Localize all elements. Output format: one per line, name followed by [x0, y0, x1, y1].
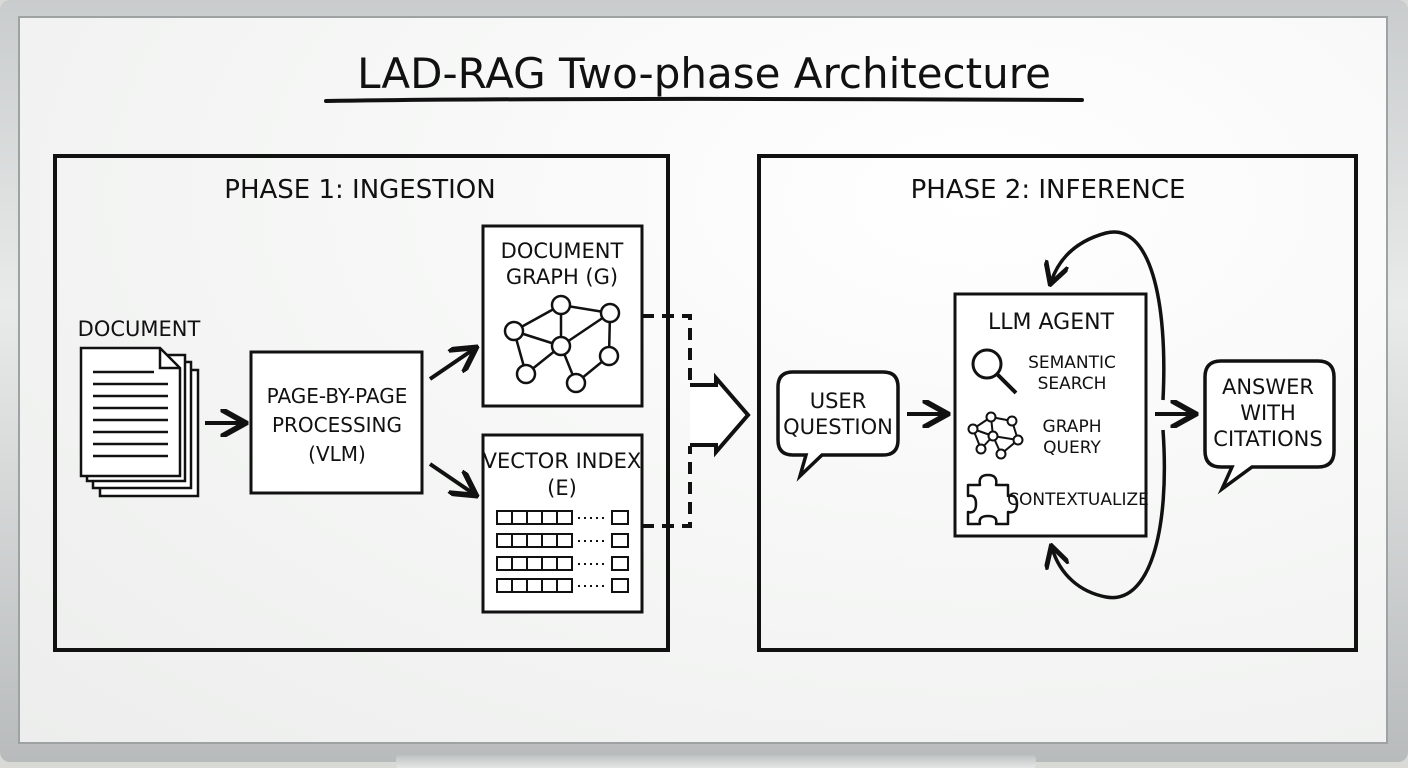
- question-label-line2: QUESTION: [783, 415, 893, 439]
- tool-contextualize: CONTEXTUALIZE: [1007, 490, 1149, 510]
- diagram-title: LAD-RAG Two-phase Architecture: [357, 49, 1051, 98]
- phase1-heading: PHASE 1: INGESTION: [224, 175, 495, 205]
- processing-label-line2: PROCESSING: [272, 413, 402, 437]
- tool-graph-query-line2: QUERY: [1043, 438, 1101, 458]
- document-label: DOCUMENT: [78, 317, 201, 341]
- processing-label-line1: PAGE-BY-PAGE: [267, 384, 408, 408]
- vector-label-line2: (E): [547, 476, 577, 500]
- arrow-processing-to-graph: [428, 349, 474, 381]
- title-underline: [324, 97, 1084, 103]
- phase2-box: [757, 154, 1358, 652]
- phase2-heading: PHASE 2: INFERENCE: [911, 175, 1186, 205]
- answer-label-line2: WITH: [1240, 401, 1296, 425]
- vector-label-line1: VECTOR INDEX: [483, 449, 642, 473]
- graph-label-line2: GRAPH (G): [506, 265, 618, 289]
- arrow-processing-to-vector: [428, 462, 474, 494]
- processing-label-line3: (VLM): [308, 442, 366, 466]
- agent-label: LLM AGENT: [988, 310, 1115, 335]
- document-graph-icon: [503, 294, 621, 394]
- phase-transition-arrow: [690, 372, 751, 458]
- tool-semantic-search-line2: SEARCH: [1038, 374, 1107, 394]
- user-question-bubble: [776, 370, 900, 482]
- vector-rows-icon: [496, 510, 629, 593]
- processing-box: [249, 350, 424, 495]
- tool-semantic-search-line1: SEMANTIC: [1028, 353, 1116, 373]
- puzzle-icon: [966, 473, 1019, 526]
- answer-label-line1: ANSWER: [1222, 375, 1314, 399]
- feedback-loop-top: [1051, 230, 1166, 401]
- feedback-loop-bottom: [1052, 429, 1167, 600]
- marker-tray: [396, 755, 1036, 768]
- graph-label-line1: DOCUMENT: [501, 239, 624, 263]
- magnifier-icon: [971, 348, 1018, 395]
- whiteboard-surface: [18, 16, 1388, 744]
- tool-graph-query-line1: GRAPH: [1043, 417, 1102, 437]
- graph-icon: [967, 411, 1024, 460]
- answer-label-line3: CITATIONS: [1213, 427, 1322, 451]
- dashed-connectors: [642, 314, 692, 528]
- question-label-line1: USER: [810, 389, 867, 413]
- phase1-box: [53, 154, 670, 652]
- document-stack-icon: [79, 346, 200, 498]
- answer-bubble: [1203, 359, 1336, 495]
